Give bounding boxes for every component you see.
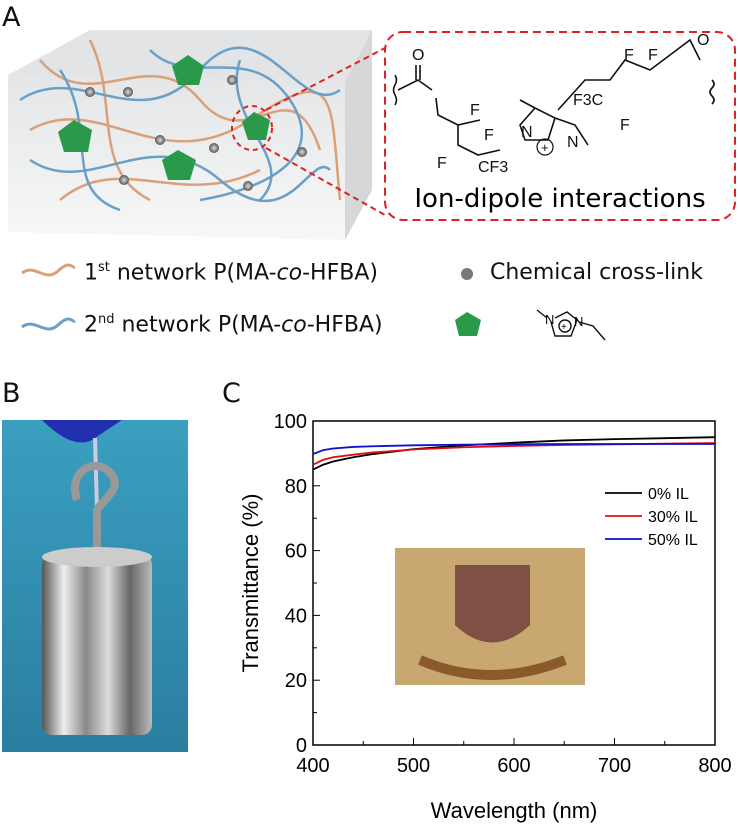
network-schematic: O O F F F F F F CF3 F3C N N + Ion-dipole…	[8, 30, 736, 240]
series-line-0	[312, 436, 716, 471]
x-tick-label: 800	[698, 755, 731, 777]
y-axis-label: Transmittance (%)	[238, 494, 263, 673]
svg-text:F: F	[437, 155, 447, 172]
callout-caption: Ion-dipole interactions	[414, 184, 705, 214]
svg-text:+: +	[561, 322, 567, 333]
x-tick-label: 500	[397, 755, 430, 777]
legend-label: 50% IL	[648, 532, 698, 549]
legend-icons: N N +	[455, 268, 606, 341]
legend-label: 30% IL	[648, 509, 698, 526]
y-tick-label: 80	[285, 476, 307, 498]
gel-strip	[93, 437, 99, 511]
cross-links	[85, 75, 307, 191]
steel-weight	[42, 555, 152, 735]
crest-emblem	[455, 565, 530, 643]
svg-text:N: N	[521, 124, 533, 141]
legend-first-network: 1st network P(MA-co-HFBA)	[84, 260, 378, 286]
x-tick-label: 400	[296, 755, 329, 777]
glove	[42, 420, 122, 443]
x-axis-label: Wavelength (nm)	[431, 798, 598, 823]
ionic-liquid-pentagons	[58, 55, 270, 180]
y-tick-label: 0	[296, 735, 307, 757]
y-tick-label: 20	[285, 670, 307, 692]
weight-photo	[2, 420, 188, 752]
series-line-2	[312, 443, 715, 455]
svg-text:N: N	[574, 314, 583, 329]
svg-text:F: F	[620, 117, 630, 134]
blue-fiber-icon	[21, 317, 76, 331]
svg-text:F3C: F3C	[573, 92, 603, 109]
svg-text:+: +	[541, 140, 549, 155]
x-tick-label: 700	[598, 755, 631, 777]
svg-text:N: N	[545, 312, 554, 327]
orange-fiber-icon	[21, 263, 76, 277]
chem-labels: O O F F F F F F CF3 F3C N N +	[412, 32, 709, 176]
svg-text:F: F	[484, 127, 494, 144]
svg-text:F: F	[470, 102, 480, 119]
hook	[71, 461, 119, 550]
y-tick-label: 60	[285, 541, 307, 563]
svg-text:F: F	[648, 47, 658, 64]
legend-second-network: 2nd network P(MA-co-HFBA)	[84, 312, 383, 338]
svg-text:O: O	[412, 47, 424, 64]
legend-fiber-icons	[21, 263, 76, 331]
legend-cross-link: Chemical cross-link	[490, 260, 703, 285]
y-tick-label: 40	[285, 605, 307, 627]
legend-label: 0% IL	[648, 486, 689, 503]
panel-label-a: A	[2, 2, 21, 33]
y-tick-label: 100	[274, 411, 307, 433]
svg-text:F: F	[624, 47, 634, 64]
svg-text:CF3: CF3	[478, 159, 508, 176]
gray-sphere-icon	[461, 268, 473, 280]
callout-box	[384, 31, 736, 221]
x-tick-label: 600	[497, 755, 530, 777]
panel-label-c: C	[222, 378, 241, 409]
svg-text:O: O	[697, 32, 709, 49]
panel-label-b: B	[2, 378, 21, 409]
imidazolium-cation-icon	[536, 309, 606, 341]
svg-text:N: N	[567, 134, 579, 151]
chemical-structure	[392, 38, 715, 156]
green-pentagon-icon	[455, 312, 481, 336]
